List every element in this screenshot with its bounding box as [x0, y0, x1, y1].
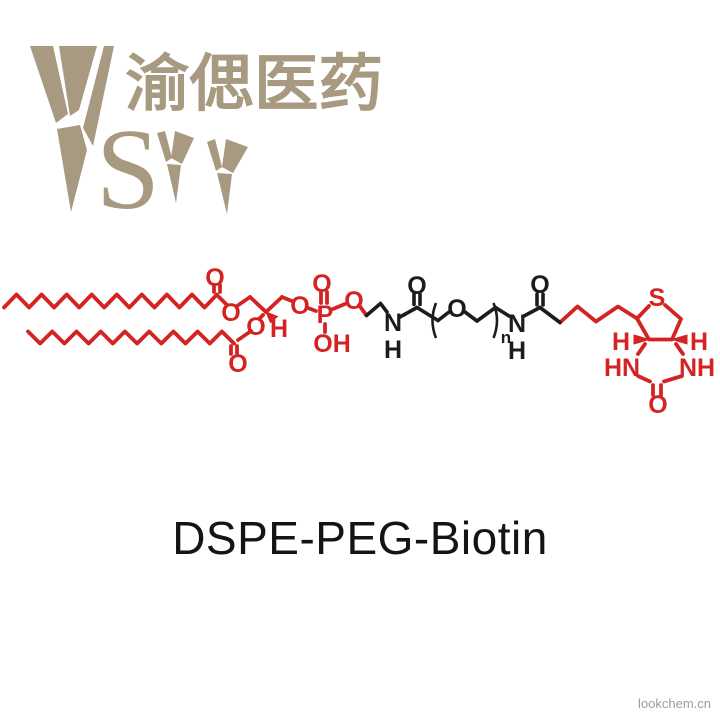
atom-label-o: O [648, 391, 667, 419]
logo-monogram-letter: S [96, 106, 160, 233]
logo-smallv2-right [222, 139, 248, 173]
logo-bigv-right-spike [83, 46, 114, 146]
logo-smallv1-right [171, 131, 194, 164]
logo-bigv-bottom-wedge [57, 125, 87, 212]
atom-label-h: H [270, 315, 288, 343]
atom-label-o: O [246, 313, 265, 341]
atom-label-h: H [612, 328, 630, 356]
logo-smallv2-bottom [217, 173, 232, 214]
logo-bigv-left-arm [30, 46, 68, 123]
company-name: 渝偲医药 [125, 50, 383, 119]
atom-label-oh: OH [313, 330, 351, 358]
logo-smallv1-bottom [167, 164, 181, 203]
polymer-repeat-brackets [431, 302, 499, 339]
atom-label-o: O [290, 292, 309, 320]
atom-label-n: n [501, 328, 511, 347]
logo-bigv-mid-spike [59, 46, 97, 116]
atom-label-o: O [312, 270, 331, 298]
atom-label-o: O [205, 264, 224, 292]
atom-label-hn: HN [604, 354, 640, 382]
molecule-black-bonds [364, 292, 562, 325]
atom-label-n: N [508, 310, 526, 338]
atom-label-p: P [317, 301, 334, 329]
molecule-red-bonds [2, 283, 685, 397]
atom-label-o: O [407, 272, 426, 300]
atom-label-h: H [690, 328, 708, 356]
atom-label-h: H [384, 336, 402, 364]
left-bracket [431, 302, 438, 339]
watermark: lookchem.cn [638, 696, 711, 711]
atom-label-o: O [530, 271, 549, 299]
atom-label-o: O [447, 295, 466, 323]
product-title: DSPE-PEG-Biotin [172, 512, 548, 564]
atom-label-n: N [384, 309, 402, 337]
atom-label-o: O [344, 287, 363, 315]
right-bracket [492, 302, 499, 339]
atom-label-h: H [508, 337, 526, 365]
logo-smallv2-left [207, 139, 222, 171]
atom-label-o: O [228, 350, 247, 378]
atom-label-s: S [649, 284, 666, 312]
logo-smallv1-left [157, 131, 172, 162]
atom-label-o: O [221, 299, 240, 327]
molecule-stereo-wedges [265, 311, 688, 345]
company-logo-icon: S [30, 46, 248, 233]
atom-label-nh: NH [679, 354, 715, 382]
